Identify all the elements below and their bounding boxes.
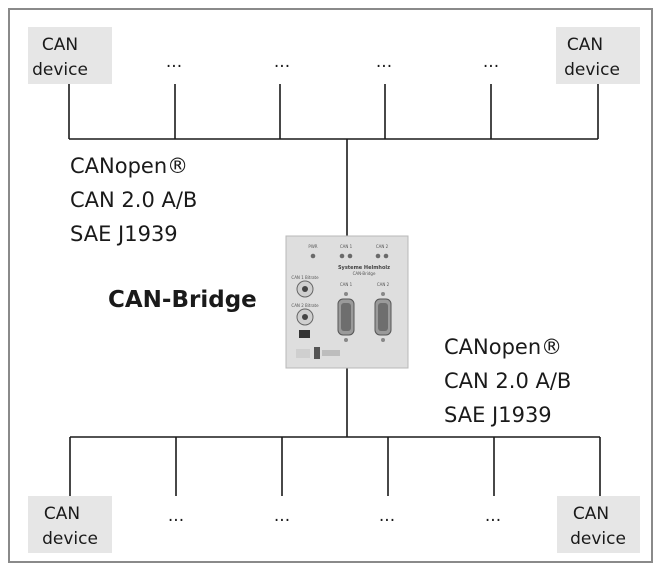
device-label-line1: CAN: [567, 35, 603, 55]
bottom-device-right: CAN device: [557, 496, 640, 553]
device-label-line2: device: [32, 60, 88, 80]
panel-model: CAN-Bridge: [353, 271, 376, 276]
protocol-label: CANopen®: [70, 154, 188, 178]
device-label-line2: device: [42, 529, 98, 549]
led-icon: [311, 254, 316, 259]
protocol-label: CAN 2.0 A/B: [444, 369, 571, 393]
bottom-device-left: CAN device: [28, 496, 112, 553]
top-ellipsis-2: ...: [274, 52, 290, 72]
led-icon: [348, 254, 353, 259]
panel-label-strip: [296, 349, 310, 358]
port-label-can2: CAN 2: [377, 282, 390, 287]
bottom-ellipsis-1: ...: [168, 506, 184, 526]
protocol-label: SAE J1939: [70, 222, 178, 246]
can-bridge-device: PWR CAN 1 CAN 2 Systeme Helmholz CAN-Bri…: [286, 236, 408, 368]
rotary-switch-knob: [302, 314, 308, 320]
rotary-switch-knob: [302, 286, 308, 292]
top-device-right: CAN device: [556, 27, 640, 84]
switch-label-1: CAN 1 Bitrate: [291, 275, 319, 280]
top-ellipsis-1: ...: [166, 52, 182, 72]
led-icon: [384, 254, 389, 259]
bottom-protocol-list: CANopen® CAN 2.0 A/B SAE J1939: [444, 335, 571, 427]
bottom-ellipsis-2: ...: [274, 506, 290, 526]
led-icon: [376, 254, 381, 259]
bottom-ellipsis-4: ...: [485, 506, 501, 526]
top-protocol-list: CANopen® CAN 2.0 A/B SAE J1939: [70, 154, 197, 246]
bottom-ellipsis-3: ...: [379, 506, 395, 526]
led-icon: [340, 254, 345, 259]
top-ellipsis-4: ...: [483, 52, 499, 72]
protocol-label: CAN 2.0 A/B: [70, 188, 197, 212]
db9-port-can2-icon: [375, 292, 391, 342]
usb-port-icon: [299, 330, 310, 338]
device-label-line2: device: [564, 60, 620, 80]
panel-info-strip: [322, 350, 340, 356]
port-label-can1: CAN 1: [340, 282, 353, 287]
top-device-left: CAN device: [28, 27, 112, 84]
protocol-label: CANopen®: [444, 335, 562, 359]
device-label-line1: CAN: [44, 504, 80, 524]
led-label-pwr: PWR: [308, 244, 317, 249]
device-label-line1: CAN: [573, 504, 609, 524]
device-label-line1: CAN: [42, 35, 78, 55]
top-ellipsis-3: ...: [376, 52, 392, 72]
db9-port-can1-icon: [338, 292, 354, 342]
panel-logo-icon: [314, 347, 320, 359]
switch-label-2: CAN 2 Bitrate: [291, 303, 319, 308]
led-label-can1: CAN 1: [340, 244, 353, 249]
led-label-can2: CAN 2: [376, 244, 389, 249]
bridge-title: CAN-Bridge: [108, 287, 257, 313]
protocol-label: SAE J1939: [444, 403, 552, 427]
device-label-line2: device: [570, 529, 626, 549]
